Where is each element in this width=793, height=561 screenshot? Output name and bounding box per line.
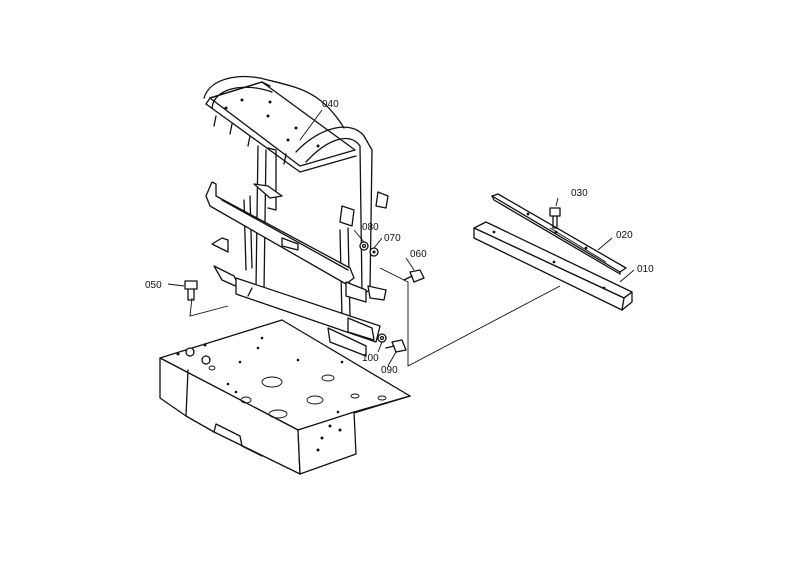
callout-070: 070 <box>384 233 401 244</box>
callout-040: 040 <box>322 99 339 110</box>
base-plate <box>159 319 411 475</box>
washer-100 <box>377 333 387 343</box>
slide-rails <box>473 193 633 311</box>
nut-070 <box>369 247 379 257</box>
callout-100: 100 <box>362 353 379 364</box>
callout-030: 030 <box>571 188 588 199</box>
bolt-050 <box>184 280 198 301</box>
callout-090: 090 <box>381 365 398 376</box>
bolt-030 <box>549 207 561 229</box>
callout-010: 010 <box>637 264 654 275</box>
callout-050: 050 <box>145 280 162 291</box>
leader-lines <box>167 109 635 367</box>
fasteners <box>184 207 561 353</box>
handrail-frame <box>203 76 373 319</box>
callout-labels: 040 030 020 010 080 070 060 050 100 090 <box>145 99 654 376</box>
cross-brackets <box>205 181 389 357</box>
bolt-090 <box>385 339 407 353</box>
callout-060: 060 <box>410 249 427 260</box>
bolt-060 <box>403 269 425 283</box>
washer-080 <box>359 241 369 251</box>
callout-080: 080 <box>362 222 379 233</box>
callout-020: 020 <box>616 230 633 241</box>
